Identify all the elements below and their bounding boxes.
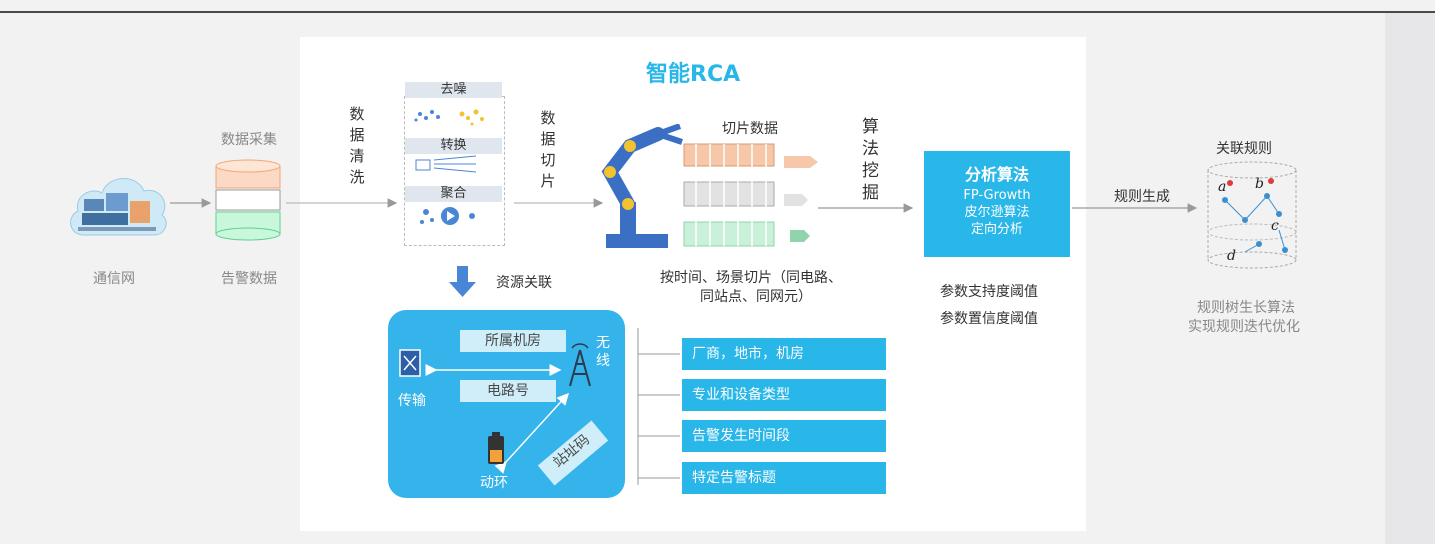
rule-node-a: a [1218, 179, 1226, 195]
cleaning-vertical-label: 数据清洗 [349, 105, 365, 186]
attr-tag: 告警发生时间段 [682, 420, 886, 452]
slice-data-icon [683, 143, 818, 247]
slice-caption-line1: 按时间、场景切片（同电路、 [660, 270, 842, 286]
step-aggregate: 聚合 [405, 186, 502, 202]
wireless-tower-icon [569, 343, 591, 387]
rules-title: 关联规则 [1216, 141, 1272, 157]
robot-arm-icon [601, 124, 683, 248]
algorithm-line: FP-Growth [963, 188, 1031, 203]
cleaning-illustrations-icon [414, 109, 484, 225]
attr-tag: 特定告警标题 [682, 462, 886, 494]
algorithm-title: 分析算法 [964, 165, 1029, 184]
attr-tag: 专业和设备类型 [682, 379, 886, 411]
transmission-label: 传输 [398, 393, 426, 409]
power-label: 动环 [480, 475, 508, 491]
param-support: 参数支持度阈值 [940, 284, 1038, 300]
rule-tree-icon: a b c d [1207, 161, 1297, 269]
alarm-database-icon [215, 159, 281, 241]
rules-caption-line1: 规则树生长算法 [1197, 300, 1295, 316]
top-divider [0, 11, 1435, 13]
resource-assoc-label: 资源关联 [496, 275, 552, 291]
resource-links [425, 364, 570, 474]
step-denoise: 去噪 [405, 82, 502, 98]
network-label: 通信网 [93, 271, 135, 287]
rule-node-d: d [1227, 248, 1236, 264]
slice-caption-line2: 同站点、同网元） [700, 289, 812, 305]
rules-caption-line2: 实现规则迭代优化 [1188, 319, 1300, 335]
algorithm-line: 定向分析 [970, 222, 1023, 237]
rule-node-c: c [1271, 218, 1279, 234]
alarm-data-label: 告警数据 [221, 271, 277, 287]
param-confidence: 参数置信度阈值 [940, 311, 1038, 327]
right-side-panel [1385, 13, 1435, 544]
algorithm-box: 分析算法 FP-Growth 皮尔逊算法 定向分析 [924, 151, 1070, 257]
attr-tag: 厂商，地市，机房 [682, 338, 886, 370]
rule-generation-label: 规则生成 [1114, 189, 1170, 205]
wireless-label: 无线 [596, 335, 610, 369]
transmission-icon [399, 349, 421, 377]
mining-vertical-label: 算法挖掘 [862, 117, 879, 203]
cloud-network-icon [70, 178, 167, 236]
resource-panel: 所属机房 电路号 站址码 传输 无线 动环 [388, 310, 625, 498]
rule-node-b: b [1255, 176, 1264, 192]
power-battery-icon [488, 432, 504, 464]
chip-room: 所属机房 [460, 330, 566, 352]
page-title: 智能RCA [646, 62, 741, 87]
algorithm-line: 皮尔逊算法 [964, 205, 1030, 220]
step-transform: 转换 [405, 138, 502, 154]
collect-label: 数据采集 [221, 132, 277, 148]
slice-data-label: 切片数据 [722, 121, 778, 137]
slicing-vertical-label: 数据切片 [540, 109, 556, 190]
